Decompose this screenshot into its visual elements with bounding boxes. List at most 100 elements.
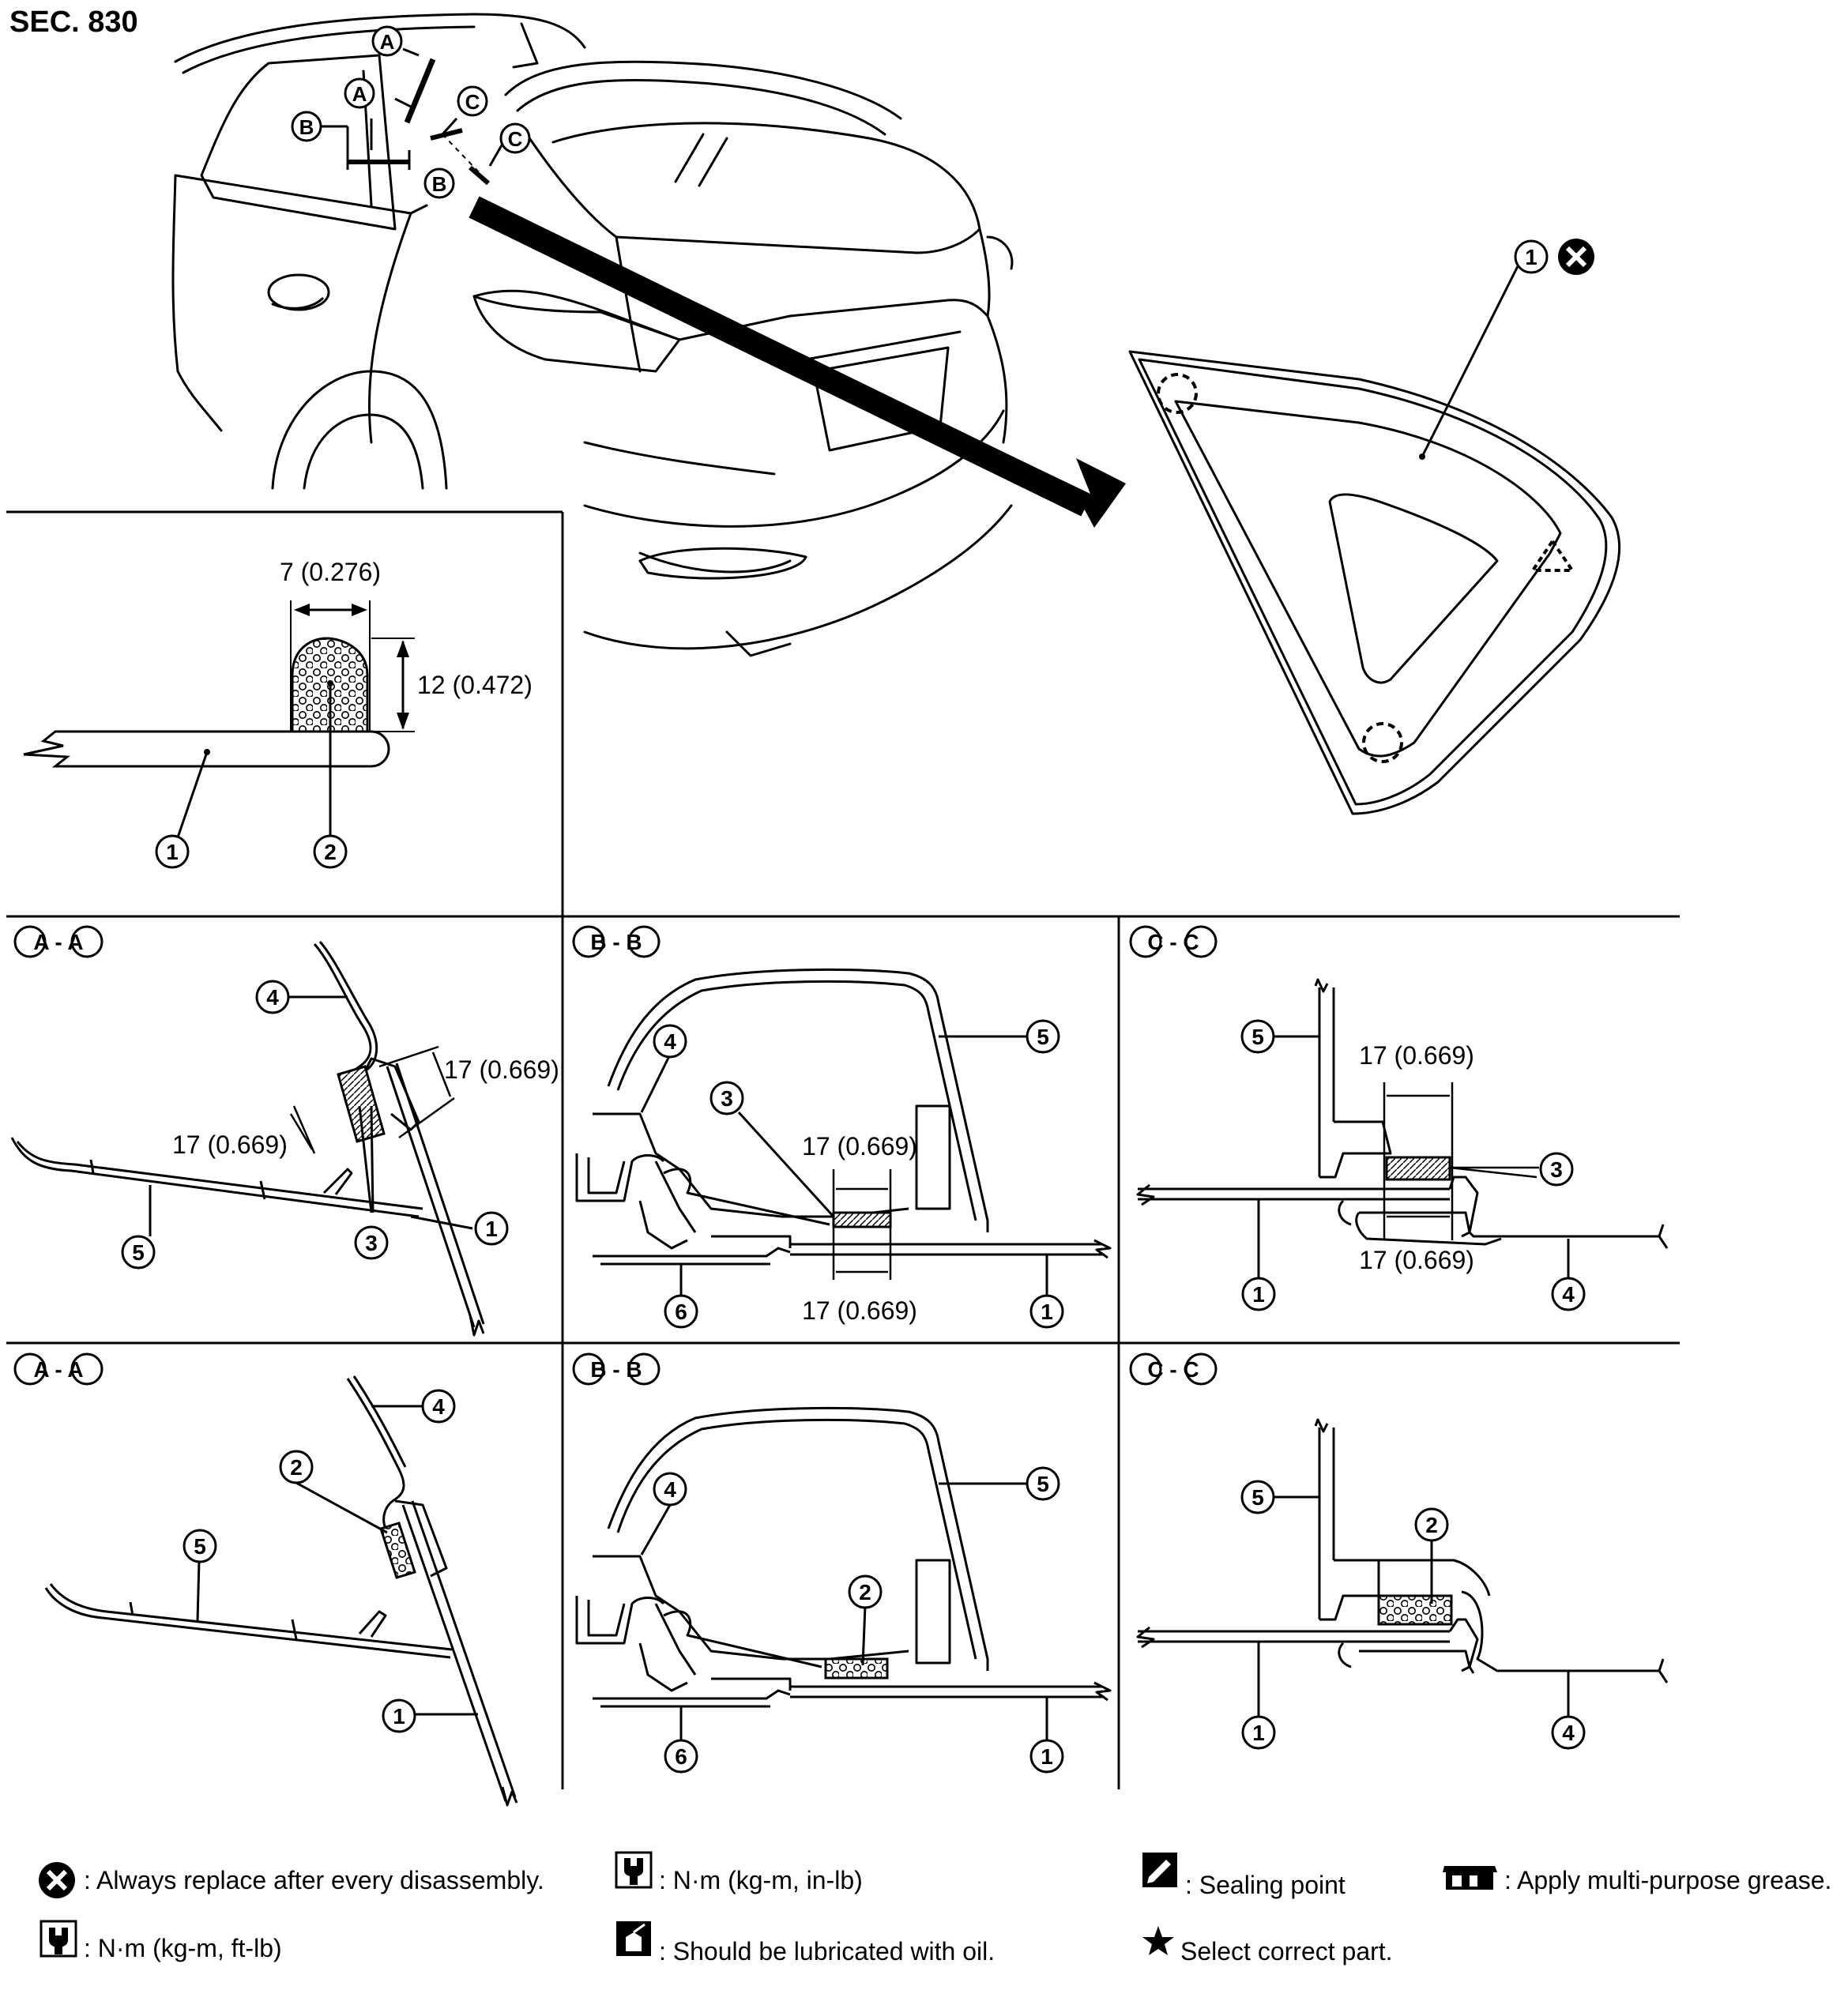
marker-a-lower: A	[344, 77, 375, 109]
svg-text:2: 2	[290, 1455, 303, 1480]
bb-sealant-bottom	[824, 1657, 889, 1680]
aa-top-callouts: 4 3 1 5	[121, 980, 509, 1270]
svg-text:5: 5	[132, 1240, 145, 1265]
svg-text:5: 5	[1251, 1485, 1264, 1510]
svg-text:5: 5	[1037, 1472, 1049, 1496]
section-bb-bottom	[575, 1406, 1112, 1708]
cc-top-callouts: 5 3 1 4	[1240, 1019, 1586, 1311]
svg-text:1: 1	[1525, 245, 1537, 269]
callout-sealant-2: 2	[313, 834, 348, 869]
quarter-glass	[1128, 350, 1621, 815]
svg-text:B - B: B - B	[590, 930, 642, 954]
svg-text:4: 4	[664, 1029, 676, 1054]
svg-text:1: 1	[1252, 1282, 1265, 1307]
marker-c-lower: C	[499, 122, 531, 154]
title-cc-top: C - C	[1129, 925, 1218, 958]
bb-top-leaders	[640, 1035, 1048, 1296]
title-bb-top: B - B	[572, 925, 661, 958]
x-circle-icon	[39, 1862, 75, 1898]
svg-text:1: 1	[1041, 1744, 1053, 1769]
replace-icon-glass	[1558, 239, 1594, 275]
svg-text:C - C: C - C	[1147, 1357, 1199, 1382]
section-cc-top	[1136, 978, 1669, 1249]
dim-seal-width: 7 (0.276)	[280, 558, 381, 586]
svg-text:3: 3	[365, 1231, 378, 1255]
svg-text:1: 1	[166, 840, 179, 864]
cc-tape-top	[1385, 1156, 1451, 1181]
svg-text:C - C: C - C	[1147, 930, 1199, 954]
cc-bottom-leaders	[1257, 1495, 1570, 1718]
aa-bottom-leaders	[196, 1405, 478, 1716]
vehicle-section-labels: A A B B C C	[291, 25, 531, 199]
svg-text:1: 1	[1252, 1721, 1265, 1745]
callout-sealant-1: 1	[155, 834, 190, 869]
sealing-point-icon	[1142, 1853, 1177, 1887]
marker-c-upper: C	[457, 85, 488, 117]
aa-dimension-lines-top	[289, 1045, 455, 1154]
svg-text:4: 4	[1562, 1721, 1575, 1745]
cc-dim-lines-top	[1383, 1082, 1539, 1240]
aa-bottom-callouts: 2 4 5 1	[183, 1389, 456, 1733]
cc-sealant-bottom	[1377, 1594, 1453, 1626]
section-number: SEC. 830	[9, 6, 138, 39]
legend-grease: : Apply multi-purpose grease.	[1504, 1866, 1832, 1894]
svg-text:5: 5	[194, 1534, 206, 1559]
vehicle-rear-view	[171, 13, 1014, 657]
svg-text:5: 5	[1037, 1025, 1049, 1049]
cc-dim-upper: 17 (0.669)	[1359, 1041, 1474, 1070]
panel-borders	[6, 510, 1680, 1789]
bb-top-callouts: 4 3 5 6 1	[653, 1019, 1064, 1329]
bb-dim-upper: 17 (0.669)	[802, 1132, 917, 1161]
svg-text:B: B	[299, 115, 314, 139]
bb-bottom-callouts: 4 2 5 6 1	[653, 1466, 1064, 1774]
marker-a-upper: A	[371, 25, 403, 57]
title-bb-bottom: B - B	[572, 1352, 661, 1386]
torque-wrench-ft-icon	[40, 1920, 77, 1958]
svg-text:C: C	[508, 127, 523, 151]
svg-text:1: 1	[485, 1217, 498, 1241]
legend-icons	[39, 1851, 1497, 1958]
sealant-bead-detail	[23, 600, 415, 838]
bb-dim-lower: 17 (0.669)	[802, 1296, 917, 1325]
svg-text:2: 2	[859, 1580, 871, 1604]
marker-b-left: B	[291, 111, 322, 142]
cc-top-leaders	[1257, 1035, 1570, 1280]
svg-text:B - B: B - B	[590, 1357, 642, 1382]
svg-text:2: 2	[324, 840, 337, 864]
title-aa-top: A - A	[13, 925, 104, 958]
cc-bottom-callouts: 5 2 1 4	[1240, 1480, 1586, 1750]
svg-text:A - A: A - A	[33, 930, 83, 954]
section-aa-bottom	[44, 1375, 518, 1807]
section-titles: A - A B - B C - C A - A B - B C - C	[13, 925, 1218, 1386]
title-aa-bottom: A - A	[13, 1352, 104, 1386]
torque-wrench-in-icon	[615, 1851, 653, 1889]
section-bb-top	[575, 968, 1112, 1266]
svg-text:A: A	[352, 82, 367, 106]
svg-text:6: 6	[675, 1300, 687, 1324]
svg-text:4: 4	[664, 1477, 676, 1502]
section-cut-markers	[314, 47, 507, 186]
svg-text:4: 4	[432, 1394, 445, 1419]
svg-text:3: 3	[1550, 1157, 1563, 1182]
legend-oil: : Should be lubricated with oil.	[659, 1937, 996, 1966]
aa-dim-lower: 17 (0.669)	[172, 1130, 288, 1159]
aa-dim-upper: 17 (0.669)	[444, 1055, 559, 1084]
legend-torque-ft: : N·m (kg-m, ft-lb)	[84, 1934, 282, 1962]
title-cc-bottom: C - C	[1129, 1352, 1218, 1386]
svg-text:4: 4	[266, 985, 279, 1010]
svg-text:1: 1	[1041, 1300, 1053, 1324]
cc-dim-lower: 17 (0.669)	[1359, 1246, 1474, 1274]
aa-sealant-bottom	[379, 1522, 416, 1579]
svg-text:C: C	[465, 90, 480, 114]
dim-seal-height: 12 (0.472)	[417, 671, 533, 699]
svg-text:3: 3	[721, 1086, 733, 1111]
legend-sealing: : Sealing point	[1185, 1871, 1346, 1899]
svg-text:A: A	[380, 30, 395, 54]
svg-text:1: 1	[393, 1704, 405, 1729]
bb-bottom-leaders	[640, 1482, 1048, 1742]
aa-top-leaders	[149, 995, 473, 1236]
detail-arrow-shaft	[469, 196, 1092, 517]
legend-select: Select correct part.	[1180, 1937, 1393, 1966]
legend-replace: : Always replace after every disassembly…	[84, 1866, 544, 1894]
